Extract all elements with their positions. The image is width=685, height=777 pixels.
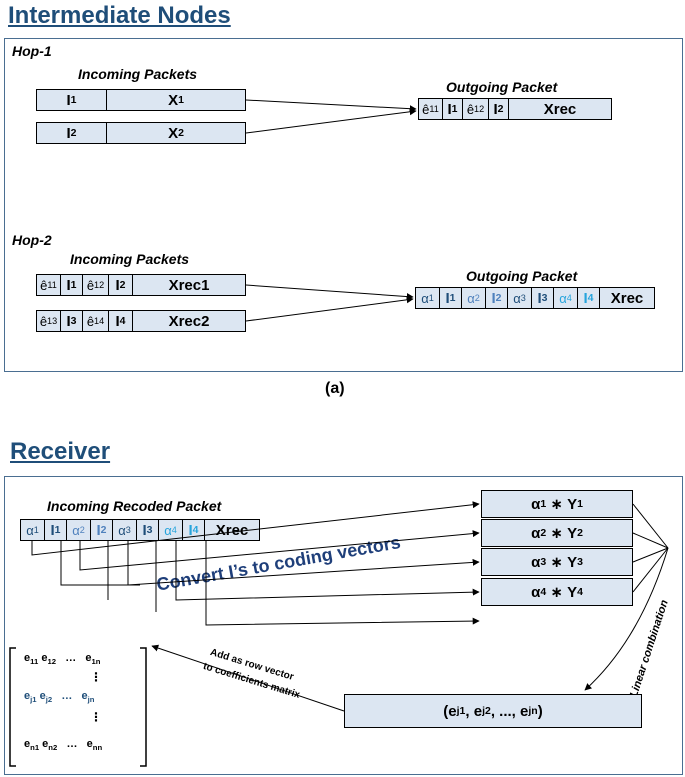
hop1-outgoing-caption: Outgoing Packet bbox=[446, 79, 558, 95]
packet-payload-cell: Xrec bbox=[543, 100, 577, 118]
hop2-incoming-caption: Incoming Packets bbox=[70, 251, 190, 267]
incoming-recoded-caption: Incoming Recoded Packet bbox=[47, 498, 222, 514]
receiver-heading: Receiver bbox=[10, 438, 111, 465]
matrix-row-1: e11 e12 … e1n bbox=[24, 652, 101, 667]
matrix-row-j: ej1 ej2 … ejn bbox=[24, 690, 95, 705]
intermediate-heading: Intermediate Nodes bbox=[8, 2, 231, 29]
packet-payload-cell: Xrec1 bbox=[168, 276, 210, 294]
hop1-incoming-caption: Incoming Packets bbox=[78, 66, 198, 82]
hop2-label: Hop-2 bbox=[12, 232, 52, 248]
packet-payload-cell: Xrec2 bbox=[168, 312, 210, 330]
matrix-vdots-2: ⋮ bbox=[90, 710, 102, 724]
figure-caption-a: (a) bbox=[325, 380, 345, 397]
packet-payload-cell: Xrec bbox=[610, 289, 644, 307]
coefficients-matrix: e11 e12 … e1n ⋮ ej1 ej2 … ejn ⋮ en1 en2 … bbox=[8, 644, 150, 768]
matrix-vdots-1: ⋮ bbox=[90, 670, 102, 684]
hop2-outgoing-caption: Outgoing Packet bbox=[466, 268, 578, 284]
matrix-row-n: en1 en2 … enn bbox=[24, 738, 103, 753]
hop1-label: Hop-1 bbox=[12, 43, 52, 59]
packet-payload-cell: Xrec bbox=[215, 521, 249, 539]
